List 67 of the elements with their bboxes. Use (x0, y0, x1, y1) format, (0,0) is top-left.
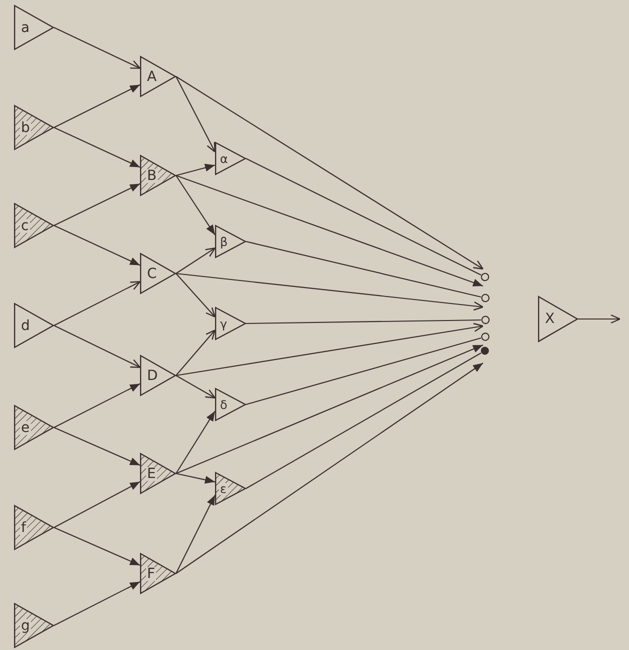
neuron-triangle (215, 388, 246, 421)
connection-arrow (176, 164, 216, 176)
neuron-triangle (140, 553, 176, 594)
connection-arrow (54, 527, 140, 566)
connection-arrow (176, 410, 216, 474)
connection-arrow (176, 175, 216, 236)
connection-arrow (54, 225, 140, 266)
neuron-triangle (140, 355, 176, 396)
neuron-triangle (215, 142, 246, 175)
neuron-label: f (20, 520, 27, 534)
neuron-triangle (140, 155, 176, 196)
connection-arrow (176, 375, 216, 398)
neuron-label: b (20, 120, 31, 134)
neuron-triangle (14, 505, 54, 550)
connection-arrow (54, 127, 140, 168)
neuron-label: F (146, 566, 156, 580)
connection-arrow (176, 76, 216, 152)
connection-arrow (176, 472, 216, 484)
connection-arrow (176, 273, 216, 318)
neuron-triangle (140, 453, 176, 494)
neuron-triangle (140, 253, 176, 294)
connection-arrow (54, 27, 141, 69)
neuron-label: d (20, 318, 31, 332)
connection-arrow (54, 281, 141, 326)
neuron-triangle (14, 303, 54, 348)
neuron-label: a (20, 20, 31, 34)
neuron-triangle (14, 405, 54, 450)
connection-arrow (176, 344, 484, 474)
neuron-triangle (215, 472, 246, 505)
neuron-label: c (20, 218, 30, 232)
connection-arrow (54, 581, 140, 626)
connection-arrow (176, 272, 484, 311)
connection-arrow (176, 330, 216, 376)
connection-arrow (578, 314, 621, 324)
connection-arrow (176, 174, 484, 287)
connection-arrow (54, 481, 140, 528)
neuron-label: α (219, 152, 229, 164)
connection-arrow (176, 76, 484, 270)
neuron-label: C (146, 266, 158, 280)
neuron-triangle (14, 203, 54, 248)
neuron-triangle (140, 56, 176, 97)
neuron-label: β (219, 236, 229, 248)
neuron-label: g (20, 618, 31, 632)
neuron-label: X (544, 312, 556, 326)
neuron-triangle (14, 5, 54, 50)
neuron-label: e (20, 420, 31, 434)
neuron-label: δ (219, 398, 228, 410)
neuron-label: A (146, 70, 158, 84)
neuron-triangle (14, 603, 54, 648)
neuron-label: γ (219, 318, 228, 330)
neuron-triangle (215, 307, 246, 340)
connection-arrow (54, 183, 140, 226)
connection-arrow (176, 362, 484, 574)
connection-arrow (54, 427, 140, 466)
connection-arrow (54, 325, 141, 368)
connection-arrow (176, 248, 216, 274)
neuron-label: B (146, 168, 158, 182)
neuron-triangle (215, 225, 246, 258)
connection-arrow (54, 84, 140, 128)
neuron-label: E (146, 466, 157, 480)
neuron-label: D (146, 368, 159, 382)
neuron-label: ε (219, 482, 228, 494)
neuron-triangle (14, 105, 54, 150)
connection-arrow (54, 383, 140, 428)
connection-arrow (176, 494, 216, 574)
connection-arrow (176, 322, 484, 376)
neuron-triangle (538, 296, 578, 342)
